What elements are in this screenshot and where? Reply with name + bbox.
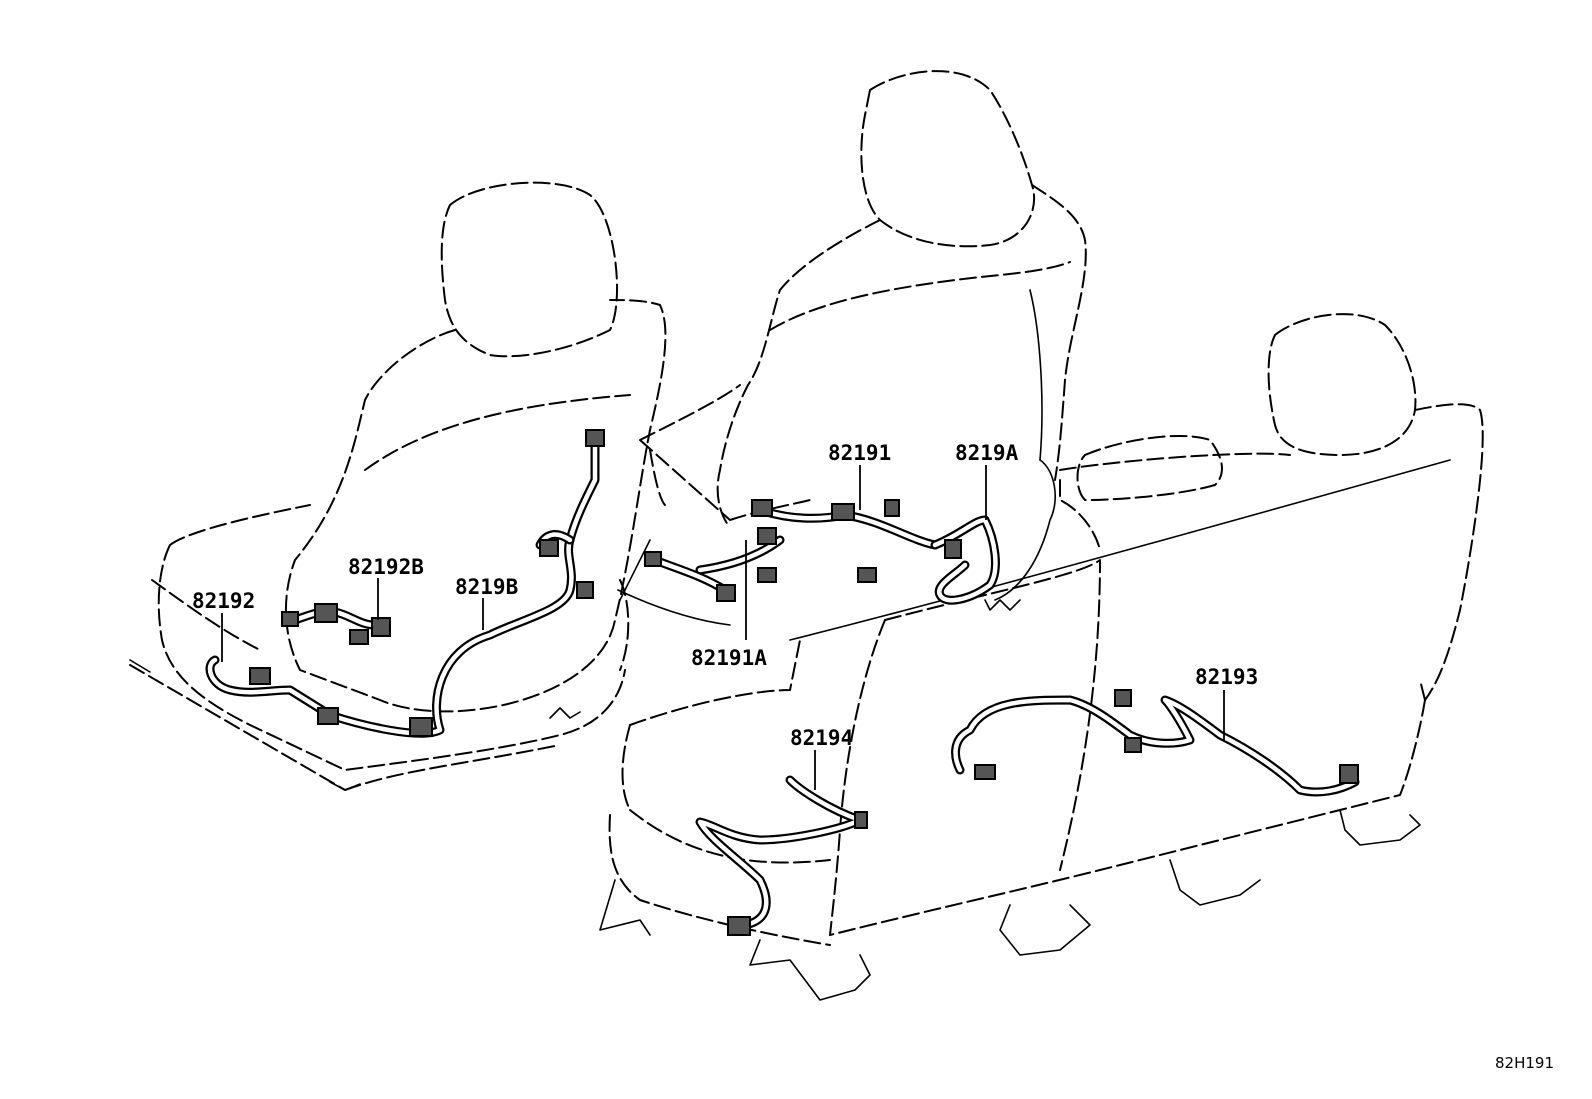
connector-82192B-d — [371, 617, 391, 637]
connector-82191-a — [751, 499, 773, 517]
label-82191: 82191 — [828, 441, 891, 465]
connector-82193-a — [974, 764, 996, 780]
connector-82193-d — [1339, 764, 1359, 784]
connector-82192B-c — [349, 629, 369, 645]
connector-82194-b — [854, 811, 868, 829]
connector-82191A-b — [716, 584, 736, 602]
connector-82191-d — [757, 567, 777, 583]
label-82193: 82193 — [1195, 665, 1258, 689]
connector-8219B-low — [576, 581, 594, 599]
rear-bench-seat — [599, 313, 1484, 1001]
harness-82192 — [205, 655, 339, 725]
connector-82191-b — [831, 503, 855, 521]
harness-82193 — [951, 689, 1360, 797]
connector-82192-a — [249, 667, 271, 685]
harness-82192B — [281, 603, 391, 645]
connector-82192B-a — [281, 611, 299, 627]
connector-82193-b — [1114, 689, 1132, 707]
connector-8219A-b — [884, 499, 900, 517]
front-right-seat — [617, 70, 1087, 626]
harness-82194 — [695, 775, 868, 936]
label-82192: 82192 — [192, 589, 255, 613]
connector-82192B-b — [314, 603, 338, 623]
label-82194: 82194 — [790, 726, 853, 750]
front-left-seat — [129, 181, 667, 791]
connector-82194-a — [727, 916, 751, 936]
connector-82193-c — [1124, 737, 1142, 753]
label-8219A: 8219A — [955, 441, 1019, 465]
label-82191A: 82191A — [691, 646, 767, 670]
label-82192B: 82192B — [348, 555, 424, 579]
connector-82191-c — [757, 527, 777, 545]
connector-82192-b — [317, 707, 339, 725]
connector-82191A-a — [644, 551, 662, 567]
label-8219B: 8219B — [455, 575, 518, 599]
connector-8219A-a — [944, 539, 962, 559]
connector-82191-e — [857, 567, 877, 583]
harness-82191A — [644, 551, 736, 602]
harness-8219B — [325, 429, 605, 738]
part-labels: 82192 82192B 8219B 82191 8219A 82191A 82… — [192, 441, 1258, 750]
harness-8219A — [884, 499, 1000, 605]
reference-code: 82H191 — [1495, 1054, 1554, 1072]
connector-8219B-end — [409, 717, 433, 737]
connector-8219B-mid — [539, 539, 559, 557]
connector-8219B-top — [585, 429, 605, 447]
leader-lines — [221, 465, 1225, 790]
